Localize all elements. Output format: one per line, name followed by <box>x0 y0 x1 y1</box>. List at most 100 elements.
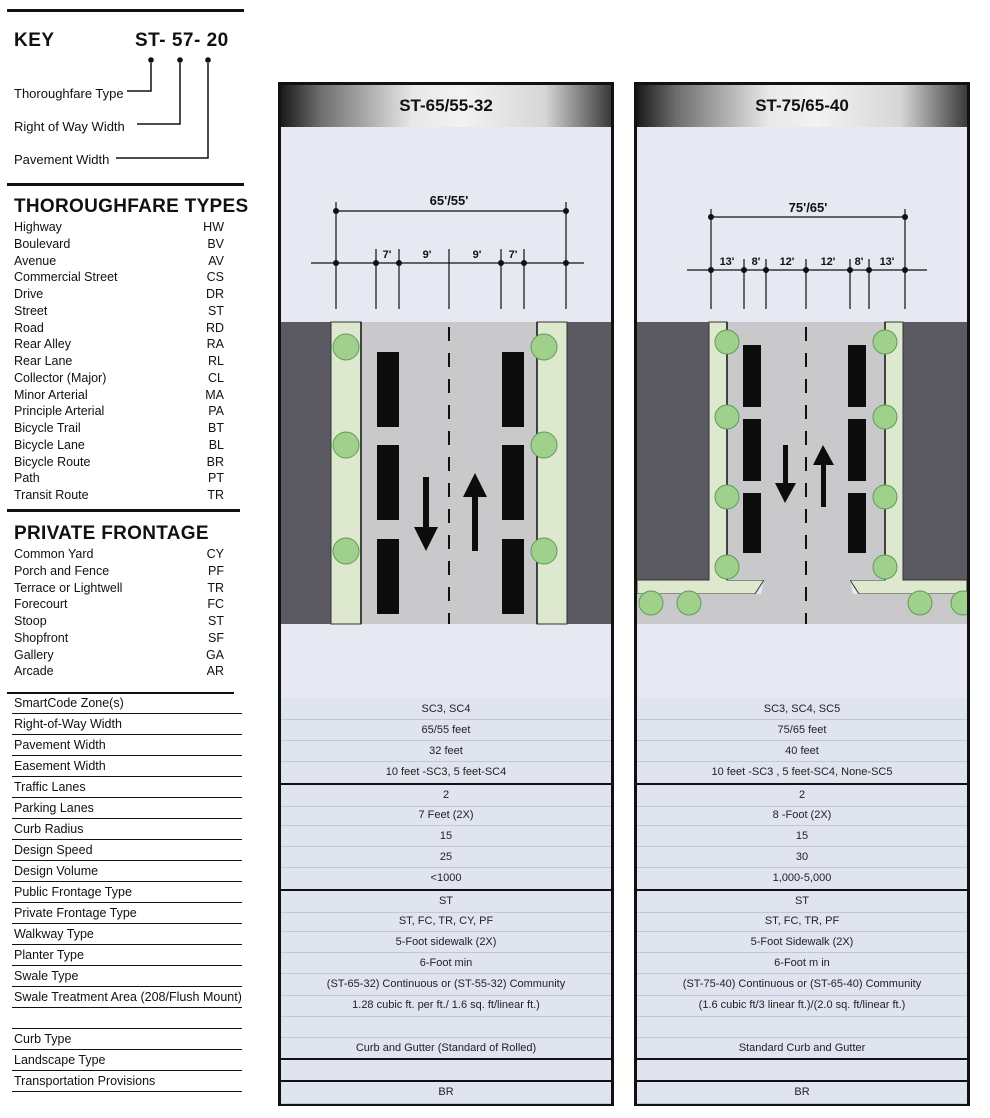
item-name: Rear Lane <box>14 354 73 368</box>
item-name: Boulevard <box>14 236 71 251</box>
dim-label: 12' <box>780 256 795 268</box>
list-item: Collector (Major)CL <box>14 370 224 387</box>
data-cell: SC3, SC4, SC5 <box>637 698 967 720</box>
item-code: TR <box>207 488 224 502</box>
attribute-row: Right-of-Way Width <box>12 715 242 736</box>
key-label-right-of-way: Right of Way Width <box>14 119 125 134</box>
list-item: Bicycle Lane BL <box>14 437 224 454</box>
item-code: BT <box>208 421 224 435</box>
item-code: MA <box>205 387 224 402</box>
building-left <box>637 322 709 580</box>
item-name: Shopfront <box>14 630 69 645</box>
dim-label: 8' <box>855 256 864 268</box>
data-cell: ST, FC, TR, PF <box>637 910 967 932</box>
item-code: PT <box>208 471 224 486</box>
pavement <box>727 322 885 624</box>
data-cell: SC3, SC4 <box>281 698 611 720</box>
street-section-diagram: 65'/55' 7' 9' 9' 7' <box>281 127 611 698</box>
attribute-divider <box>12 817 242 819</box>
data-cell: <1000 <box>281 868 611 890</box>
item-name: Highway <box>14 220 62 234</box>
attribute-row: Easement Width <box>12 757 242 778</box>
attribute-label: Walkway Type <box>14 927 94 941</box>
dim-label: 8' <box>752 256 761 268</box>
attribute-divider <box>12 922 242 924</box>
building-right <box>567 322 611 624</box>
attribute-divider <box>12 733 242 735</box>
dim-label: 13' <box>880 256 895 268</box>
item-name: Principle Arterial <box>14 404 105 419</box>
item-name: Transit Route <box>14 488 89 502</box>
key-leader-lines <box>116 57 211 159</box>
item-code: CL <box>208 370 224 385</box>
item-name: Bicycle Route <box>14 454 91 469</box>
data-cell: BR <box>281 1079 611 1104</box>
attribute-row: Curb Type <box>12 1030 242 1051</box>
item-code: BV <box>207 236 224 251</box>
attribute-divider <box>12 901 242 903</box>
overall-width-label: 75'/65' <box>789 200 828 215</box>
item-name: Drive <box>14 287 44 301</box>
attribute-row: Swale Type <box>12 967 242 988</box>
attribute-row: Design Speed <box>12 841 242 862</box>
data-cell: 1,000-5,000 <box>637 868 967 890</box>
item-name: Road <box>14 320 44 335</box>
section-rule <box>7 183 244 186</box>
data-cell <box>637 1016 967 1038</box>
dim-label: 7' <box>509 249 518 261</box>
attribute-label: Design Volume <box>14 864 99 878</box>
attribute-divider <box>12 964 242 966</box>
item-code: RL <box>208 354 224 368</box>
dim-label: 9' <box>423 249 432 261</box>
data-cell: 2 <box>281 782 611 807</box>
street-section-svg: 75'/65' 13' 8' 12' 12' 8' 13' <box>636 200 976 624</box>
item-code: BL <box>208 437 224 452</box>
data-cell: (1.6 cubic ft/3 linear ft.)/(2.0 sq. ft/… <box>637 995 967 1017</box>
item-name: Terrace or Lightwell <box>14 580 123 595</box>
item-code: AR <box>206 664 224 679</box>
data-cell: 10 feet -SC3, 5 feet-SC4 <box>281 762 611 784</box>
attribute-row: Parking Lanes <box>12 799 242 820</box>
data-cell: 2 <box>637 782 967 807</box>
list-item: Transit Route TR <box>14 487 224 504</box>
attribute-label: Traffic Lanes <box>14 780 86 794</box>
panel-st-65-55-32: ST-65/55-32 <box>278 82 614 1106</box>
item-name: Forecourt <box>14 597 68 612</box>
item-name: Bicycle Trail <box>14 421 81 435</box>
top-rule <box>7 9 244 12</box>
item-code: FC <box>207 597 224 612</box>
building-left <box>281 322 331 624</box>
item-name: Bicycle Lane <box>14 437 85 452</box>
item-code: CS <box>206 270 224 285</box>
item-code: AV <box>208 253 224 268</box>
private-frontage-title: PRIVATE FRONTAGE <box>14 523 209 544</box>
item-code: SF <box>208 630 224 645</box>
data-cell: 32 feet <box>281 740 611 763</box>
attribute-label: Swale Type <box>14 969 79 983</box>
attribute-row: Design Volume <box>12 862 242 883</box>
attribute-label: Swale Treatment Area (208/Flush Mount) <box>14 990 242 1004</box>
attribute-row: SmartCode Zone(s) <box>12 694 242 715</box>
list-item: Bicycle Route BR <box>14 454 224 471</box>
data-cell: 5-Foot sidewalk (2X) <box>281 931 611 954</box>
dim-label: 13' <box>720 256 735 268</box>
attribute-divider <box>12 1090 242 1092</box>
data-cell: ST <box>637 888 967 913</box>
data-cell: 6-Foot m in <box>637 952 967 975</box>
item-code: DR <box>205 287 224 301</box>
data-cell: 25 <box>281 846 611 869</box>
data-cell <box>637 1058 967 1083</box>
data-cell: 65/55 feet <box>281 719 611 742</box>
list-item: Drive DR <box>14 286 224 303</box>
attribute-divider <box>12 775 242 777</box>
item-code: BR <box>206 454 224 469</box>
attribute-row: Pavement Width <box>12 736 242 757</box>
